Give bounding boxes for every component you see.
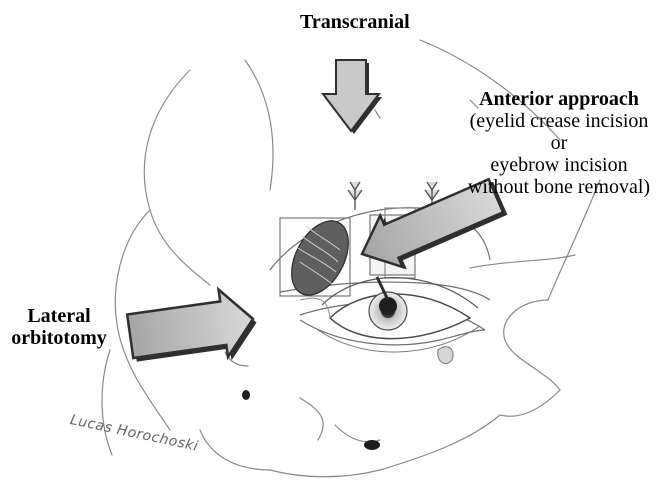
anterior-detail-1: (eyelid crease incision bbox=[448, 110, 665, 132]
lateral-line-2: orbitotomy bbox=[4, 327, 114, 349]
label-lateral-orbitotomy: Lateral orbitotomy bbox=[4, 305, 114, 349]
label-transcranial: Transcranial bbox=[300, 11, 410, 33]
lateral-line-1: Lateral bbox=[4, 305, 114, 327]
anterior-detail-4: without bone removal) bbox=[448, 176, 665, 198]
anterior-detail-2: or bbox=[448, 132, 665, 154]
label-anterior-approach: Anterior approach (eyelid crease incisio… bbox=[448, 88, 665, 198]
arrow-transcranial bbox=[323, 60, 382, 134]
anterior-title: Anterior approach bbox=[448, 88, 665, 110]
anterior-detail-3: eyebrow incision bbox=[448, 154, 665, 176]
eye bbox=[300, 278, 480, 352]
lacrimal-gland bbox=[280, 211, 360, 304]
arrow-lateral bbox=[125, 285, 261, 374]
